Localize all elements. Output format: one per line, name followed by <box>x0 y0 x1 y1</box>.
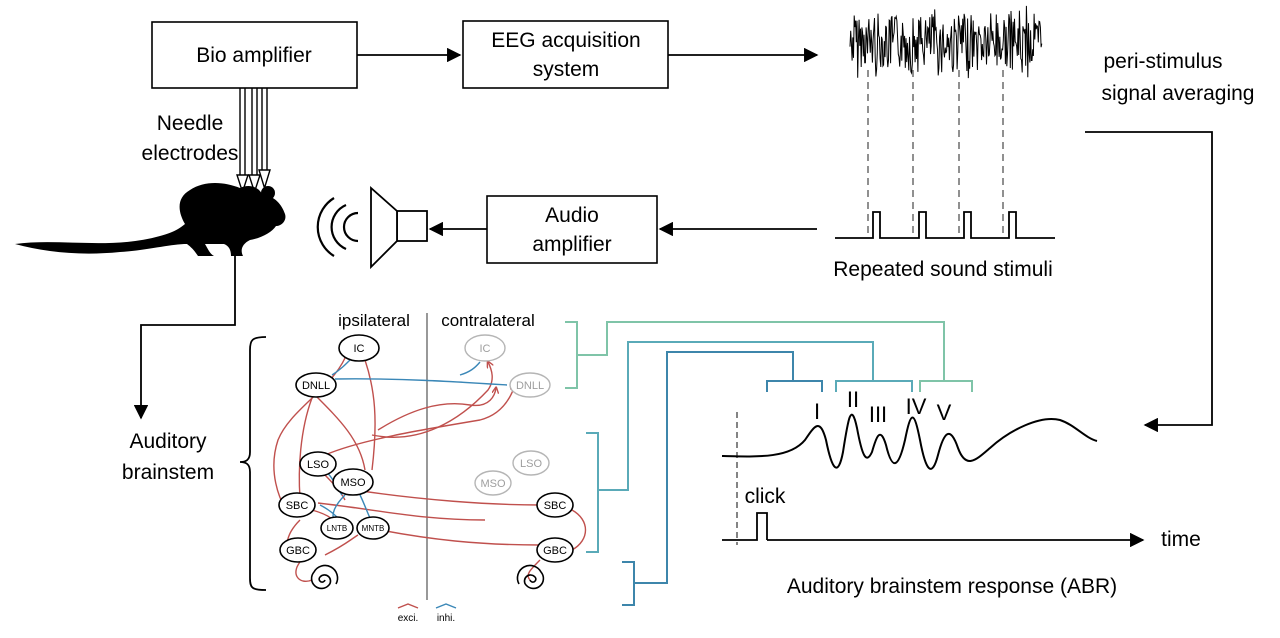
sound-waves-icon <box>316 197 359 257</box>
node-gbc-ipsi: GBC <box>279 537 317 563</box>
wave-label-i: I <box>814 399 820 424</box>
svg-text:GBC: GBC <box>286 545 310 557</box>
excitatory-connections <box>273 357 587 582</box>
abr-title: Auditory brainstem response (ABR) <box>787 575 1117 598</box>
repeated-stimuli-label: Repeated sound stimuli <box>833 258 1052 281</box>
mouse-silhouette <box>15 183 286 256</box>
auditory-label-line2: brainstem <box>122 461 214 484</box>
legend-inhi-label: inhi. <box>437 613 455 624</box>
needle-label-line2: electrodes <box>142 142 239 165</box>
node-gbc-contra: GBC <box>536 537 574 563</box>
node-ic-ipsi: IC <box>338 334 380 362</box>
node-mso-contra: MSO <box>474 470 512 496</box>
svg-text:LNTB: LNTB <box>327 524 347 533</box>
wave-label-v: V <box>937 400 952 425</box>
svg-text:SBC: SBC <box>544 500 567 512</box>
arrow-mouse-to-brainstem <box>133 256 236 420</box>
eeg-noise-signal <box>849 5 1043 79</box>
arrow-averaging-to-abr <box>1085 131 1213 433</box>
bracket-ic-to-wave-v <box>565 321 973 392</box>
svg-text:IC: IC <box>354 343 365 355</box>
svg-text:DNLL: DNLL <box>516 380 544 392</box>
svg-text:LSO: LSO <box>520 458 542 470</box>
wave-label-ii: II <box>847 387 859 412</box>
time-label: time <box>1161 528 1201 551</box>
node-dnll-ipsi: DNLL <box>295 372 337 398</box>
bracket-lso-to-wave-iii <box>586 341 913 553</box>
contralateral-label: contralateral <box>441 311 535 330</box>
bracket-cochlea-to-wave-i <box>622 351 823 606</box>
svg-text:IC: IC <box>480 343 491 355</box>
stimulus-dashed-lines <box>867 70 1004 238</box>
bio-amplifier-label: Bio amplifier <box>196 44 312 67</box>
node-ic-contra: IC <box>464 334 506 362</box>
cochlea-contra-icon <box>516 564 545 590</box>
audio-amplifier-box: Audio amplifier <box>486 195 658 264</box>
wave-labels: I II III IV V <box>814 387 952 427</box>
node-mso-ipsi: MSO <box>332 468 374 496</box>
legend-exci-label: exci. <box>398 613 419 624</box>
node-lso-contra: LSO <box>512 450 550 476</box>
wave-label-iv: IV <box>906 394 927 419</box>
svg-text:GBC: GBC <box>543 545 567 557</box>
svg-text:DNLL: DNLL <box>302 380 330 392</box>
audio-label-line2: amplifier <box>532 233 611 256</box>
wave-label-iii: III <box>869 402 887 427</box>
auditory-label-line1: Auditory <box>129 430 207 453</box>
eeg-label-line1: EEG acquisition <box>491 29 640 52</box>
svg-text:MSO: MSO <box>480 478 506 490</box>
node-lso-ipsi: LSO <box>299 451 337 477</box>
svg-text:SBC: SBC <box>286 500 309 512</box>
node-mntb-ipsi: MNTB <box>356 516 390 540</box>
needle-electrodes <box>236 88 271 195</box>
bio-amplifier-box: Bio amplifier <box>151 21 358 89</box>
peri-stimulus-line1: peri-stimulus <box>1103 50 1222 73</box>
node-sbc-contra: SBC <box>536 492 574 518</box>
ipsilateral-label: ipsilateral <box>338 311 410 330</box>
node-lntb-ipsi: LNTB <box>320 516 354 540</box>
svg-text:MNTB: MNTB <box>362 524 385 533</box>
cochlea-ipsi-icon <box>310 564 339 590</box>
node-sbc-ipsi: SBC <box>278 492 316 518</box>
peri-stimulus-line2: signal averaging <box>1102 82 1255 105</box>
node-dnll-contra: DNLL <box>509 372 551 398</box>
legend: exci. inhi. <box>398 603 457 624</box>
svg-text:LSO: LSO <box>307 459 329 471</box>
eeg-acquisition-box: EEG acquisition system <box>462 20 669 89</box>
audio-label-line1: Audio <box>545 204 599 227</box>
click-label: click <box>745 485 786 508</box>
click-pulse <box>722 512 768 541</box>
brainstem-brace <box>239 336 267 591</box>
svg-text:MSO: MSO <box>340 477 366 489</box>
stimulus-pulse-train <box>835 211 1055 239</box>
speaker-icon <box>370 186 428 270</box>
abr-waveform <box>721 413 1098 470</box>
eeg-label-line2: system <box>533 58 600 81</box>
needle-label-line1: Needle <box>157 112 224 135</box>
